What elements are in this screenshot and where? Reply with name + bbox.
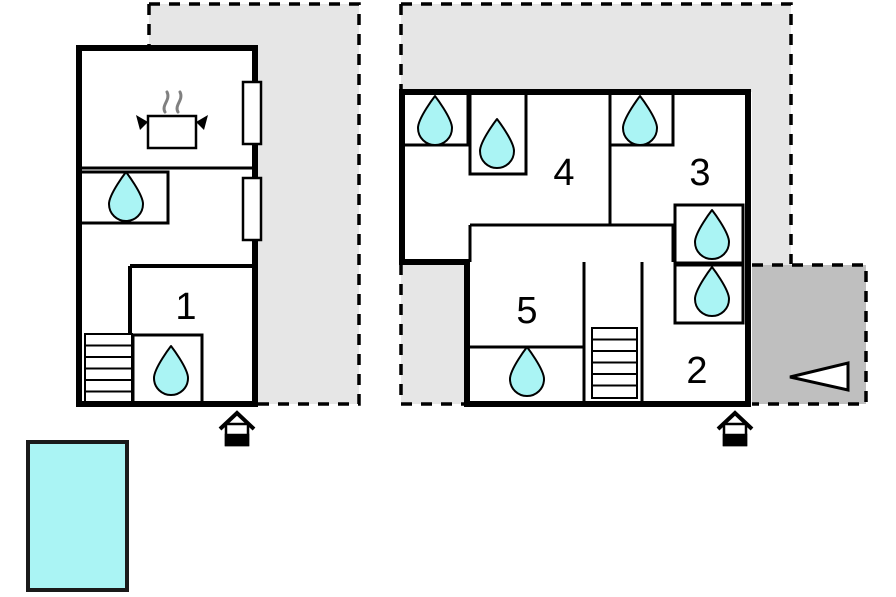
plot-right (399, 2, 793, 406)
carport-area (752, 263, 868, 406)
house-entrance-icon-left (218, 410, 256, 447)
direction-triangle-icon (789, 361, 850, 392)
plot-left (147, 2, 361, 406)
stove-icon (136, 90, 208, 150)
building-left: 1 (76, 45, 263, 407)
window-lower (241, 176, 263, 242)
staircase-left (84, 333, 133, 404)
house-entrance-icon-right (716, 410, 754, 447)
staircase-right (591, 327, 638, 399)
window-upper (241, 80, 263, 146)
room-label-1: 1 (175, 286, 196, 328)
swimming-pool (26, 440, 129, 592)
room-label-4: 4 (553, 152, 574, 194)
room-label-2: 2 (686, 350, 707, 392)
room-label-3: 3 (689, 152, 710, 194)
room-label-5: 5 (516, 290, 537, 332)
building-right: 4 3 5 2 (399, 89, 751, 407)
